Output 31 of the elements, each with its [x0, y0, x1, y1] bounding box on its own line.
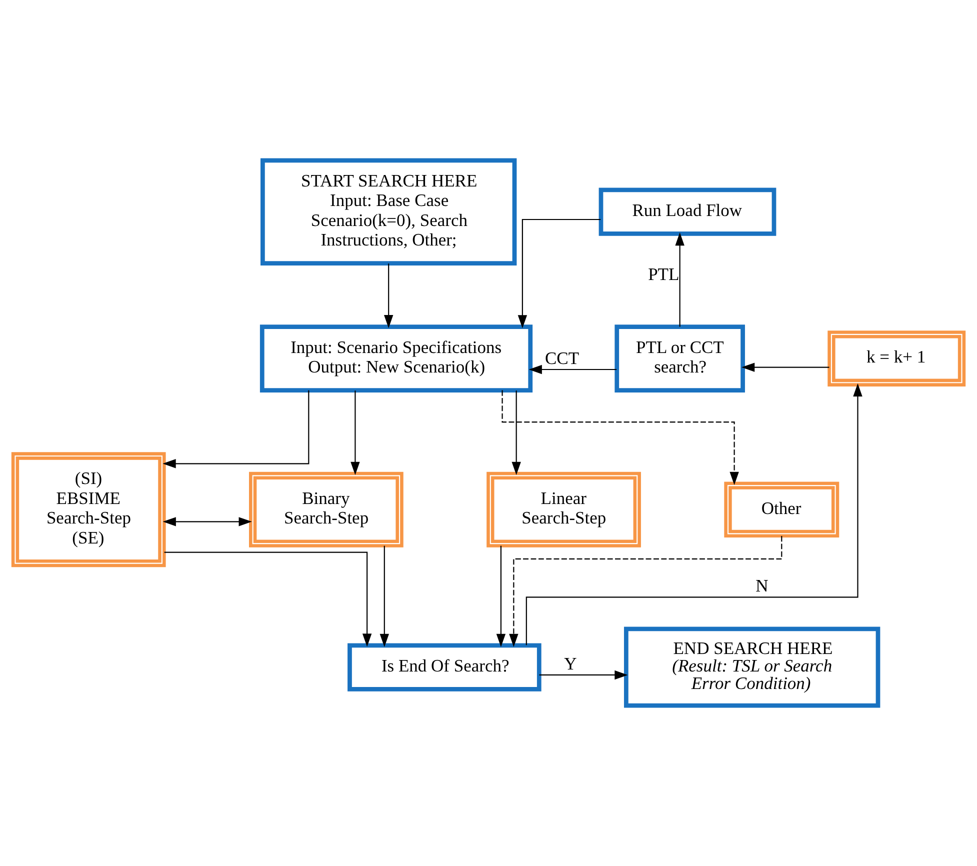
- edge-label: N: [756, 576, 768, 596]
- node-box: (SI) EBSIME Search-Step (SE): [11, 452, 166, 568]
- arrow: [741, 362, 830, 372]
- arrow: [528, 364, 617, 374]
- arrow: [162, 390, 310, 468]
- node-box: Run Load Flow: [598, 188, 776, 236]
- node-box: Linear Search-Step: [486, 472, 641, 548]
- arrow: [164, 552, 372, 647]
- node-box: Is End Of Search?: [348, 643, 542, 692]
- arrow: [675, 232, 684, 327]
- arrow: [518, 218, 601, 328]
- arrow: [350, 390, 360, 476]
- node-box: Input: Scenario Specifications Output: New Scenario(k): [260, 324, 533, 392]
- node-box: START SEARCH HERE Input: Base Case Scenario(k=0), Search Instructions, Other;: [260, 158, 517, 266]
- node-box: Binary Search-Step: [249, 472, 404, 548]
- arrow: [512, 390, 521, 476]
- node-box: PTL or CCT search?: [614, 324, 745, 392]
- arrow: [502, 390, 739, 486]
- arrow: [539, 670, 628, 680]
- edge-label: CCT: [545, 348, 580, 368]
- arrow: [162, 517, 252, 526]
- arrow: [526, 383, 862, 646]
- node-box: Other: [724, 482, 840, 538]
- arrow: [496, 546, 506, 648]
- node-box: k = k+ 1: [828, 330, 966, 386]
- edge-label: Y: [564, 653, 577, 674]
- arrow: [509, 536, 782, 648]
- node-box: END SEARCH HERE (Result: TSL or Search Error Condition): [624, 626, 880, 708]
- edge-label: PTL: [648, 264, 680, 284]
- arrow: [384, 264, 394, 328]
- arrow: [380, 546, 389, 648]
